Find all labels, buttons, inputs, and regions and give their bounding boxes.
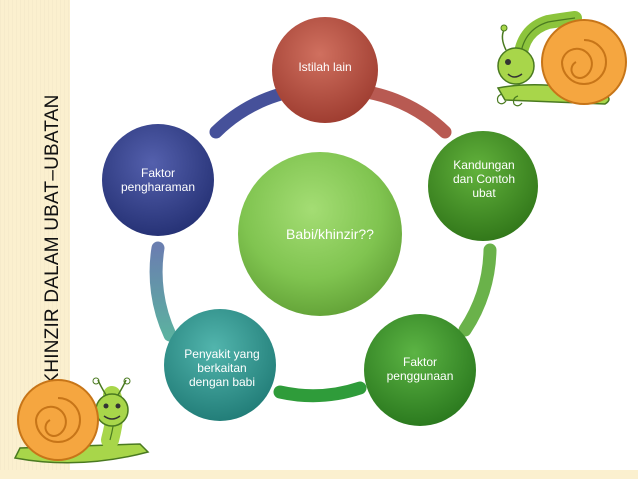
- node-istilah-lain: [272, 17, 378, 123]
- snail-top-right-icon: [496, 11, 627, 107]
- node-label-kandungan: Kandungan dan Contoh ubat: [452, 158, 516, 200]
- center-label: Babi/khinzir??: [286, 226, 374, 242]
- ring-arc-4: [273, 381, 367, 403]
- node-label-istilah-lain: Istilah lain: [298, 60, 352, 74]
- node-kandungan: [428, 131, 538, 241]
- node-label-faktor-penggunaan: Faktor penggunaan: [386, 355, 454, 383]
- node-faktor-pengharaman: [102, 124, 214, 236]
- side-bar: KHINZIR DALAM UBAT–UBATAN: [0, 0, 70, 479]
- node-faktor-penggunaan: [364, 314, 476, 426]
- center-circle: [238, 152, 402, 316]
- cycle-ring: [149, 83, 497, 403]
- ring-arc-5: [149, 241, 177, 342]
- bottom-band: [0, 470, 638, 479]
- node-penyakit: [164, 309, 276, 421]
- node-label-faktor-pengharaman: Faktor pengharaman: [120, 166, 196, 194]
- ring-arc-3: [458, 243, 497, 337]
- node-label-penyakit: Penyakit yang berkaitan dengan babi: [184, 347, 260, 389]
- snail-bottom-left-icon: [13, 377, 150, 464]
